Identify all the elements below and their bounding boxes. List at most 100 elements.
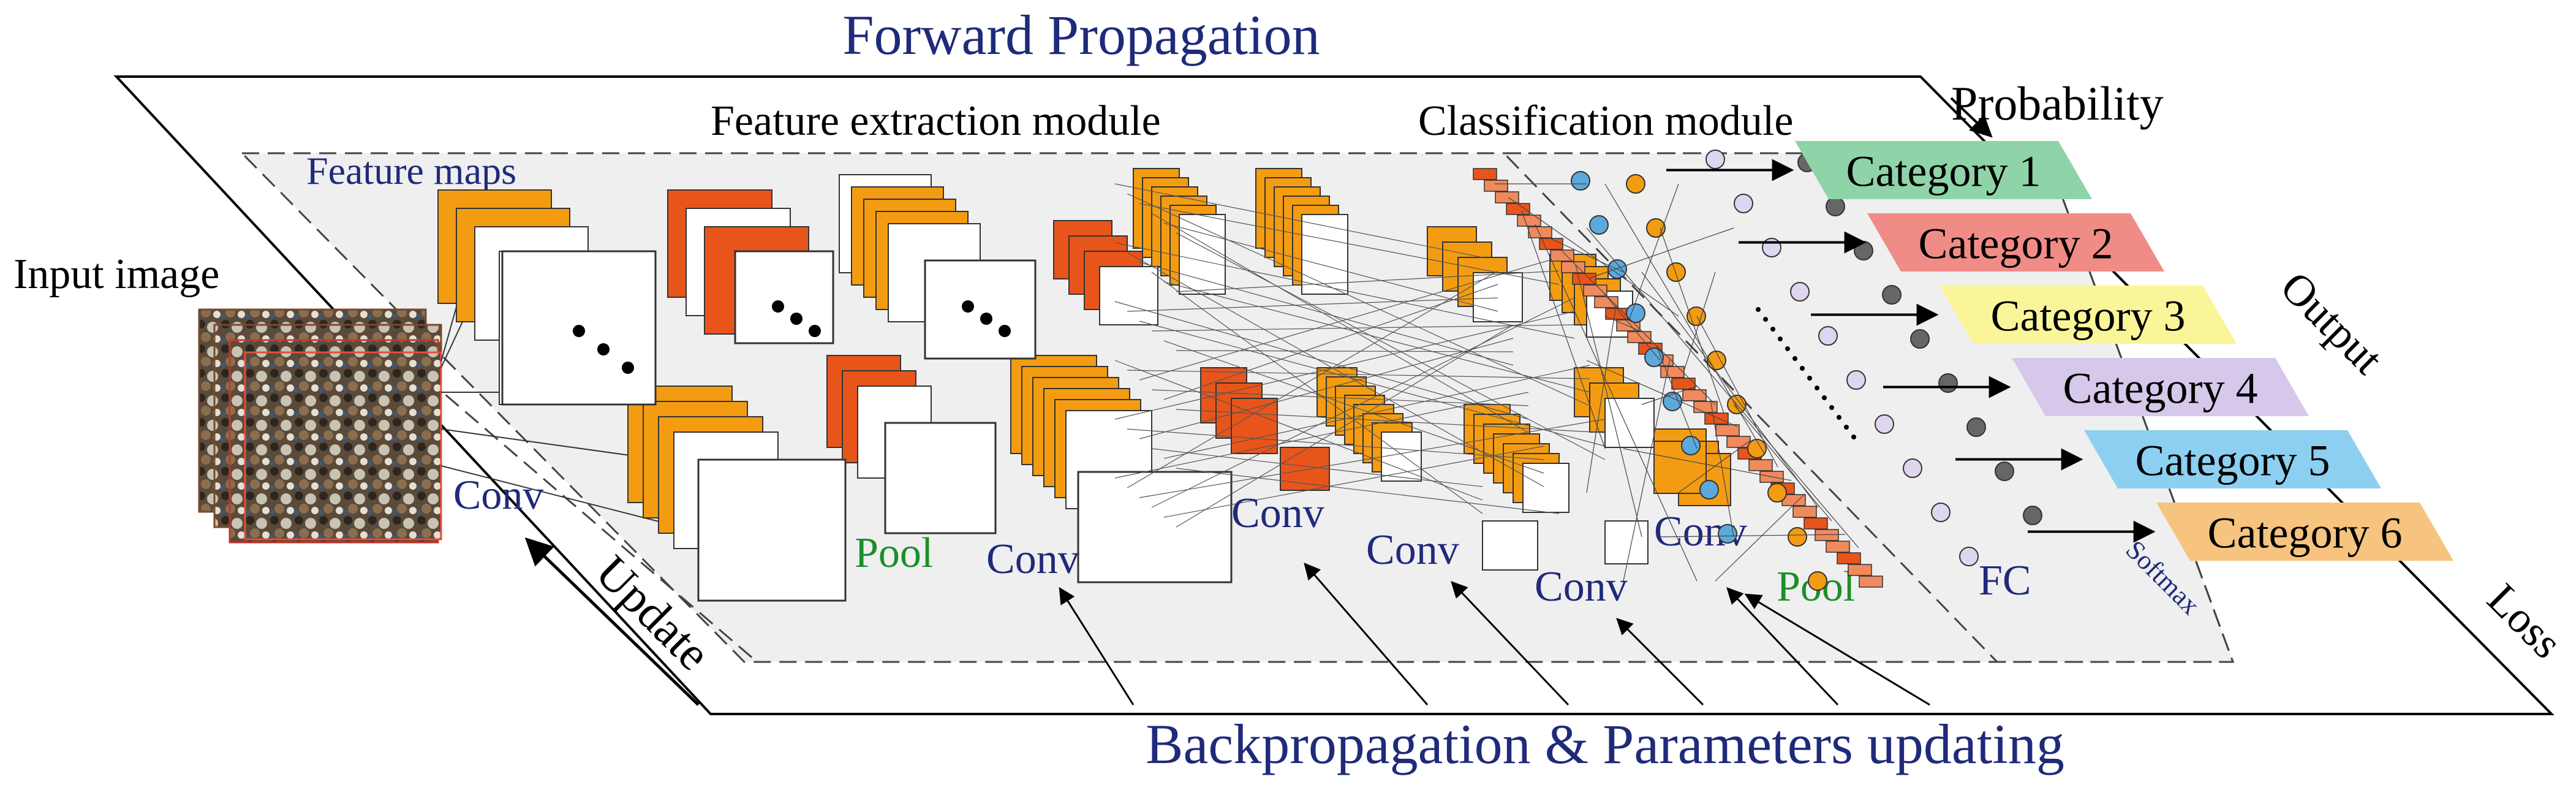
connection-line (1139, 321, 1606, 447)
fc-neuron-block (1660, 366, 1685, 378)
ellipsis-dot (1763, 317, 1768, 322)
ellipsis-dot (980, 313, 992, 325)
connection-line (1114, 311, 1575, 420)
ellipsis-dot (1851, 435, 1856, 439)
connection-line (1151, 213, 1529, 433)
connection-line (1139, 338, 1514, 439)
neuron (1959, 547, 1979, 566)
ellipsis-dot (1844, 425, 1849, 430)
fc-neuron-block (1848, 564, 1872, 576)
category-box (1940, 286, 2237, 344)
ellipsis-dot (1822, 395, 1827, 400)
connection-line (1127, 193, 1590, 406)
ellipsis-dot (1756, 307, 1761, 312)
feature-map (1077, 471, 1233, 583)
layer-label-pool1: Pool (855, 530, 933, 577)
neuron (1747, 439, 1767, 458)
fc-neuron-block (1792, 506, 1817, 518)
neuron (1995, 461, 2014, 481)
connection-line (1602, 291, 1661, 361)
category-output: Category 4 (1883, 358, 2309, 416)
layer-label-conv1: Conv (453, 471, 543, 518)
connection-line (1127, 428, 1544, 460)
neuron (1626, 174, 1645, 194)
connection-line (1114, 392, 1529, 479)
connection-line (1114, 360, 1483, 501)
neuron (1875, 414, 1894, 434)
probability-label: Probability (1951, 77, 2164, 130)
connection-line (1733, 404, 1832, 522)
neuron (1910, 329, 1930, 349)
connection-line (1715, 493, 1805, 582)
ellipsis-dot (573, 325, 585, 337)
connection-line (1163, 222, 1498, 312)
neuron (1846, 370, 1866, 390)
fc-neuron-block (1704, 412, 1729, 425)
feature-map (1482, 520, 1538, 571)
connection-line (1604, 183, 1765, 454)
map-stack (1053, 220, 1158, 325)
connection-line (1660, 534, 1846, 537)
neuron (1644, 348, 1664, 367)
ellipsis-dot (1785, 346, 1790, 351)
ellipsis-dot (1792, 356, 1797, 361)
map-stack (1255, 168, 1348, 295)
feature-map (1179, 214, 1226, 295)
connection-line (1127, 370, 1590, 379)
ellipsis-dot (1815, 386, 1819, 390)
classification-module-label: Classification module (1418, 97, 1793, 145)
feature-map (884, 422, 997, 534)
fc-neuron-block (1583, 284, 1607, 297)
neuron (1626, 303, 1645, 323)
connection-line (1139, 203, 1560, 285)
fc-neuron-block (1528, 226, 1552, 238)
neuron (1686, 306, 1706, 326)
connection-line (1114, 183, 1483, 258)
connection-line (1127, 270, 1498, 488)
connection-line (1696, 316, 1778, 468)
category-output: Category 5 (1955, 430, 2381, 488)
layer-label-conv2: Conv (986, 536, 1079, 583)
category-label: Category 6 (2208, 509, 2403, 558)
fc-neuron-block (1484, 180, 1508, 192)
neuron (1808, 571, 1827, 591)
ellipsis-dot (999, 325, 1011, 337)
neuron (1966, 417, 1986, 437)
neuron (1718, 524, 1737, 544)
footer-title: Backpropagation & Parameters updating (1146, 713, 2064, 775)
connection-line (1176, 468, 1560, 514)
category-box (2084, 430, 2381, 488)
neuron (1589, 215, 1609, 235)
feature-maps (437, 168, 1731, 602)
fc-neuron-block (1550, 249, 1574, 262)
ellipsis-dot (809, 325, 821, 337)
category-output: Category 1 (1666, 141, 2092, 199)
neuron (1903, 458, 1922, 478)
category-label: Category 5 (2136, 436, 2330, 485)
connection-line (1678, 439, 1751, 493)
fc-neuron-block (1859, 575, 1883, 588)
fc-neuron-block (1495, 191, 1519, 203)
map-stack (1133, 168, 1226, 295)
feature-map (697, 458, 847, 602)
neuron (1818, 326, 1838, 346)
connection-line (1163, 281, 1590, 393)
feature-maps-label: Feature maps (306, 149, 516, 192)
backprop-arrows (1059, 562, 1930, 706)
feature-map (1604, 520, 1649, 564)
ellipsis-dot (1770, 327, 1775, 332)
connection-line (1521, 210, 1606, 449)
connection-line (1139, 257, 1560, 381)
category-box (1795, 141, 2092, 199)
fc-neuron-block (1715, 424, 1740, 436)
fc-neuron-block (1539, 238, 1563, 250)
fc-neuron-block (1804, 517, 1828, 530)
category-label: Category 1 (1846, 147, 2041, 196)
connection-line (1151, 389, 1529, 406)
ellipsis-dot (1807, 376, 1812, 381)
connection-line (1629, 183, 1679, 319)
fc-neuron-block (1561, 261, 1585, 273)
fc-neuron-block (1506, 203, 1530, 215)
category-label: Category 3 (1991, 292, 2186, 341)
